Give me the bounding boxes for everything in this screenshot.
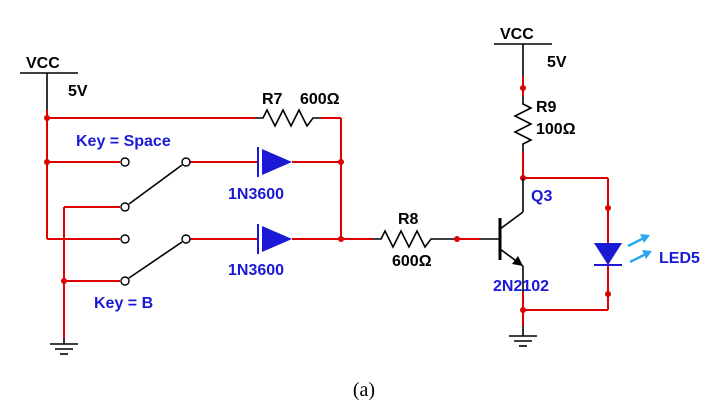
left-junctions [44,115,344,284]
junction-dot [520,307,526,313]
resistor-r8: R8 600Ω [373,211,480,270]
transistor-q3: Q3 2N2102 [480,178,552,295]
transistor-part-label: 2N2102 [493,278,549,295]
junction-dot [454,236,460,242]
switch1-blade [128,164,183,205]
diode-2: 1N3600 [228,224,292,279]
junction-dot [605,291,611,297]
r7-zigzag [255,108,321,128]
left-wires [46,110,373,338]
r9-name: R9 [536,99,557,116]
switch-key-space: Key = Space [76,133,191,212]
led-ray-2 [629,252,647,264]
key-b-label: Key = B [94,295,153,312]
r8-name: R8 [398,211,419,228]
right-ground [509,326,537,347]
led-triangle [594,243,622,265]
diode2-triangle [262,226,292,252]
r7-name: R7 [262,91,283,108]
figure-caption: (a) [353,379,375,401]
led-ray-2-head [642,250,652,259]
resistor-r7: R7 600Ω [255,91,340,128]
right-vcc-rail: VCC 5V [494,26,567,96]
switch1-contact-bottom [120,202,130,212]
junction-dot [520,85,526,91]
switch1-common [181,157,191,167]
r8-value: 600Ω [392,253,432,270]
left-ground [50,338,78,355]
junction-dot [44,159,50,165]
r8-zigzag [373,229,457,249]
led-ray-1 [627,236,645,248]
transistor-emitter-arrow [512,256,523,266]
switch2-contact-top [120,234,130,244]
diode2-label: 1N3600 [228,262,284,279]
r9-zigzag [513,96,533,152]
right-vcc-label: VCC [500,26,534,43]
switch2-common [181,234,191,244]
left-vcc-rail: VCC 5V [20,55,88,110]
r9-value: 100Ω [536,121,576,138]
diode-1: 1N3600 [228,147,292,203]
led-label: LED5 [659,250,700,267]
switch2-contact-bottom [120,276,130,286]
resistor-r9: R9 100Ω [513,96,576,178]
junction-dot [61,278,67,284]
junction-dot [338,236,344,242]
transistor-collector-lead [499,211,524,230]
diode1-label: 1N3600 [228,186,284,203]
left-vcc-label: VCC [26,55,60,72]
switch-key-b: Key = B [94,234,191,312]
q3-label: Q3 [531,188,552,205]
r7-value: 600Ω [300,91,340,108]
led-5: LED5 [594,234,700,267]
diode1-triangle [262,149,292,175]
led-ray-1-head [640,234,650,243]
switch2-blade [128,241,183,279]
key-space-label: Key = Space [76,133,171,150]
junction-dot [605,205,611,211]
right-vcc-value: 5V [547,54,567,71]
junction-dot [44,115,50,121]
left-vcc-value: 5V [68,83,88,100]
junction-dot [338,159,344,165]
switch1-contact-top [120,157,130,167]
